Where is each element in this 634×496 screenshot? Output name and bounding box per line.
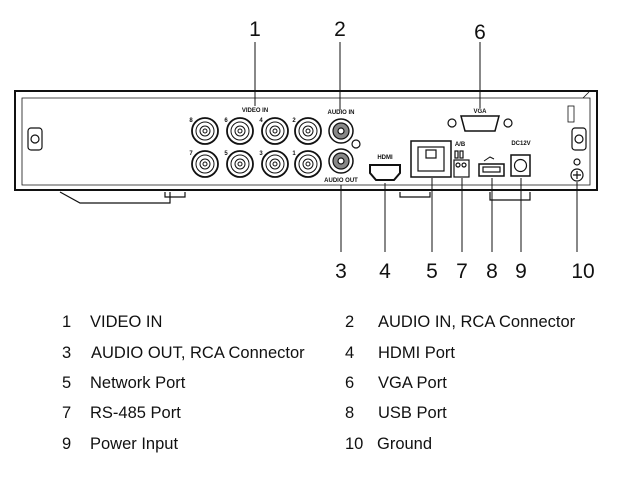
legend-text: USB Port [378, 404, 447, 422]
legend-text: HDMI Port [378, 344, 456, 362]
audio-in-label: AUDIO IN [328, 110, 355, 116]
callout-3: 3 [335, 260, 347, 283]
ground-terminal [570, 158, 584, 182]
legend-number: 8 [345, 404, 355, 422]
legend-number: 2 [345, 313, 355, 331]
callout-9: 9 [515, 260, 527, 283]
bnc-channel-label: 3 [259, 151, 263, 157]
vga-label: VGA [473, 109, 487, 115]
legend-text: Power Input [90, 435, 179, 453]
bnc-connector: 6 [224, 117, 254, 145]
bnc-connector: 7 [189, 150, 219, 178]
legend-text: VIDEO IN [90, 313, 163, 331]
callout-1: 1 [249, 18, 261, 41]
legend-number: 9 [62, 435, 72, 453]
hdmi-label: HDMI [377, 155, 393, 161]
audio-out-connector [328, 148, 354, 174]
legend-text: VGA Port [378, 374, 447, 392]
bnc-connector: 3 [259, 150, 289, 178]
callout-5: 5 [426, 260, 438, 283]
legend-number: 5 [62, 374, 72, 392]
legend-text: AUDIO OUT, RCA Connector [91, 344, 305, 362]
legend-number: 1 [62, 313, 72, 331]
power-input: DC12V [510, 141, 531, 177]
chassis [14, 90, 598, 204]
bnc-channel-label: 1 [292, 151, 296, 157]
callout-4: 4 [379, 260, 391, 283]
video-in-bnc-group: VIDEO IN 8 6 4 2 7 5 3 1 [189, 108, 322, 178]
callout-6: 6 [474, 21, 486, 44]
hdmi-port: HDMI [369, 155, 401, 181]
bnc-channel-label: 7 [189, 151, 193, 157]
vga-port: VGA [447, 109, 513, 132]
bnc-connector: 2 [292, 117, 322, 145]
audio-in-connector [328, 118, 354, 144]
bnc-connector: 5 [224, 150, 254, 178]
network-port [410, 140, 452, 178]
legend-text: Ground [377, 435, 433, 453]
rs485-label: A/B [455, 142, 466, 148]
power-label: DC12V [511, 141, 530, 147]
bnc-channel-label: 5 [224, 151, 228, 157]
callout-7: 7 [456, 260, 468, 283]
legend-number: 3 [62, 344, 72, 362]
bnc-channel-label: 4 [259, 118, 263, 124]
bnc-connector: 8 [189, 117, 219, 145]
callout-10: 10 [571, 260, 594, 283]
legend-text: RS-485 Port [90, 404, 181, 422]
video-in-label: VIDEO IN [242, 108, 268, 114]
legend-number: 4 [345, 344, 355, 362]
usb-port [478, 156, 505, 177]
bnc-connector: 4 [259, 117, 289, 145]
legend-number: 7 [62, 404, 72, 422]
audio-rca-group: AUDIO IN AUDIO OUT [324, 110, 361, 184]
legend-text: Network Port [90, 374, 186, 392]
audio-out-label: AUDIO OUT [324, 178, 358, 184]
callout-lines [254, 42, 578, 252]
bnc-channel-label: 8 [189, 118, 193, 124]
bnc-channel-label: 6 [224, 118, 228, 124]
callout-8: 8 [486, 260, 498, 283]
legend-text: AUDIO IN, RCA Connector [378, 313, 576, 331]
legend-number: 10 [345, 435, 364, 453]
bnc-channel-label: 2 [292, 118, 296, 124]
callout-2: 2 [334, 18, 346, 41]
bnc-connector: 1 [292, 150, 322, 178]
rs485-port: A/B [453, 142, 470, 178]
legend-number: 6 [345, 374, 355, 392]
